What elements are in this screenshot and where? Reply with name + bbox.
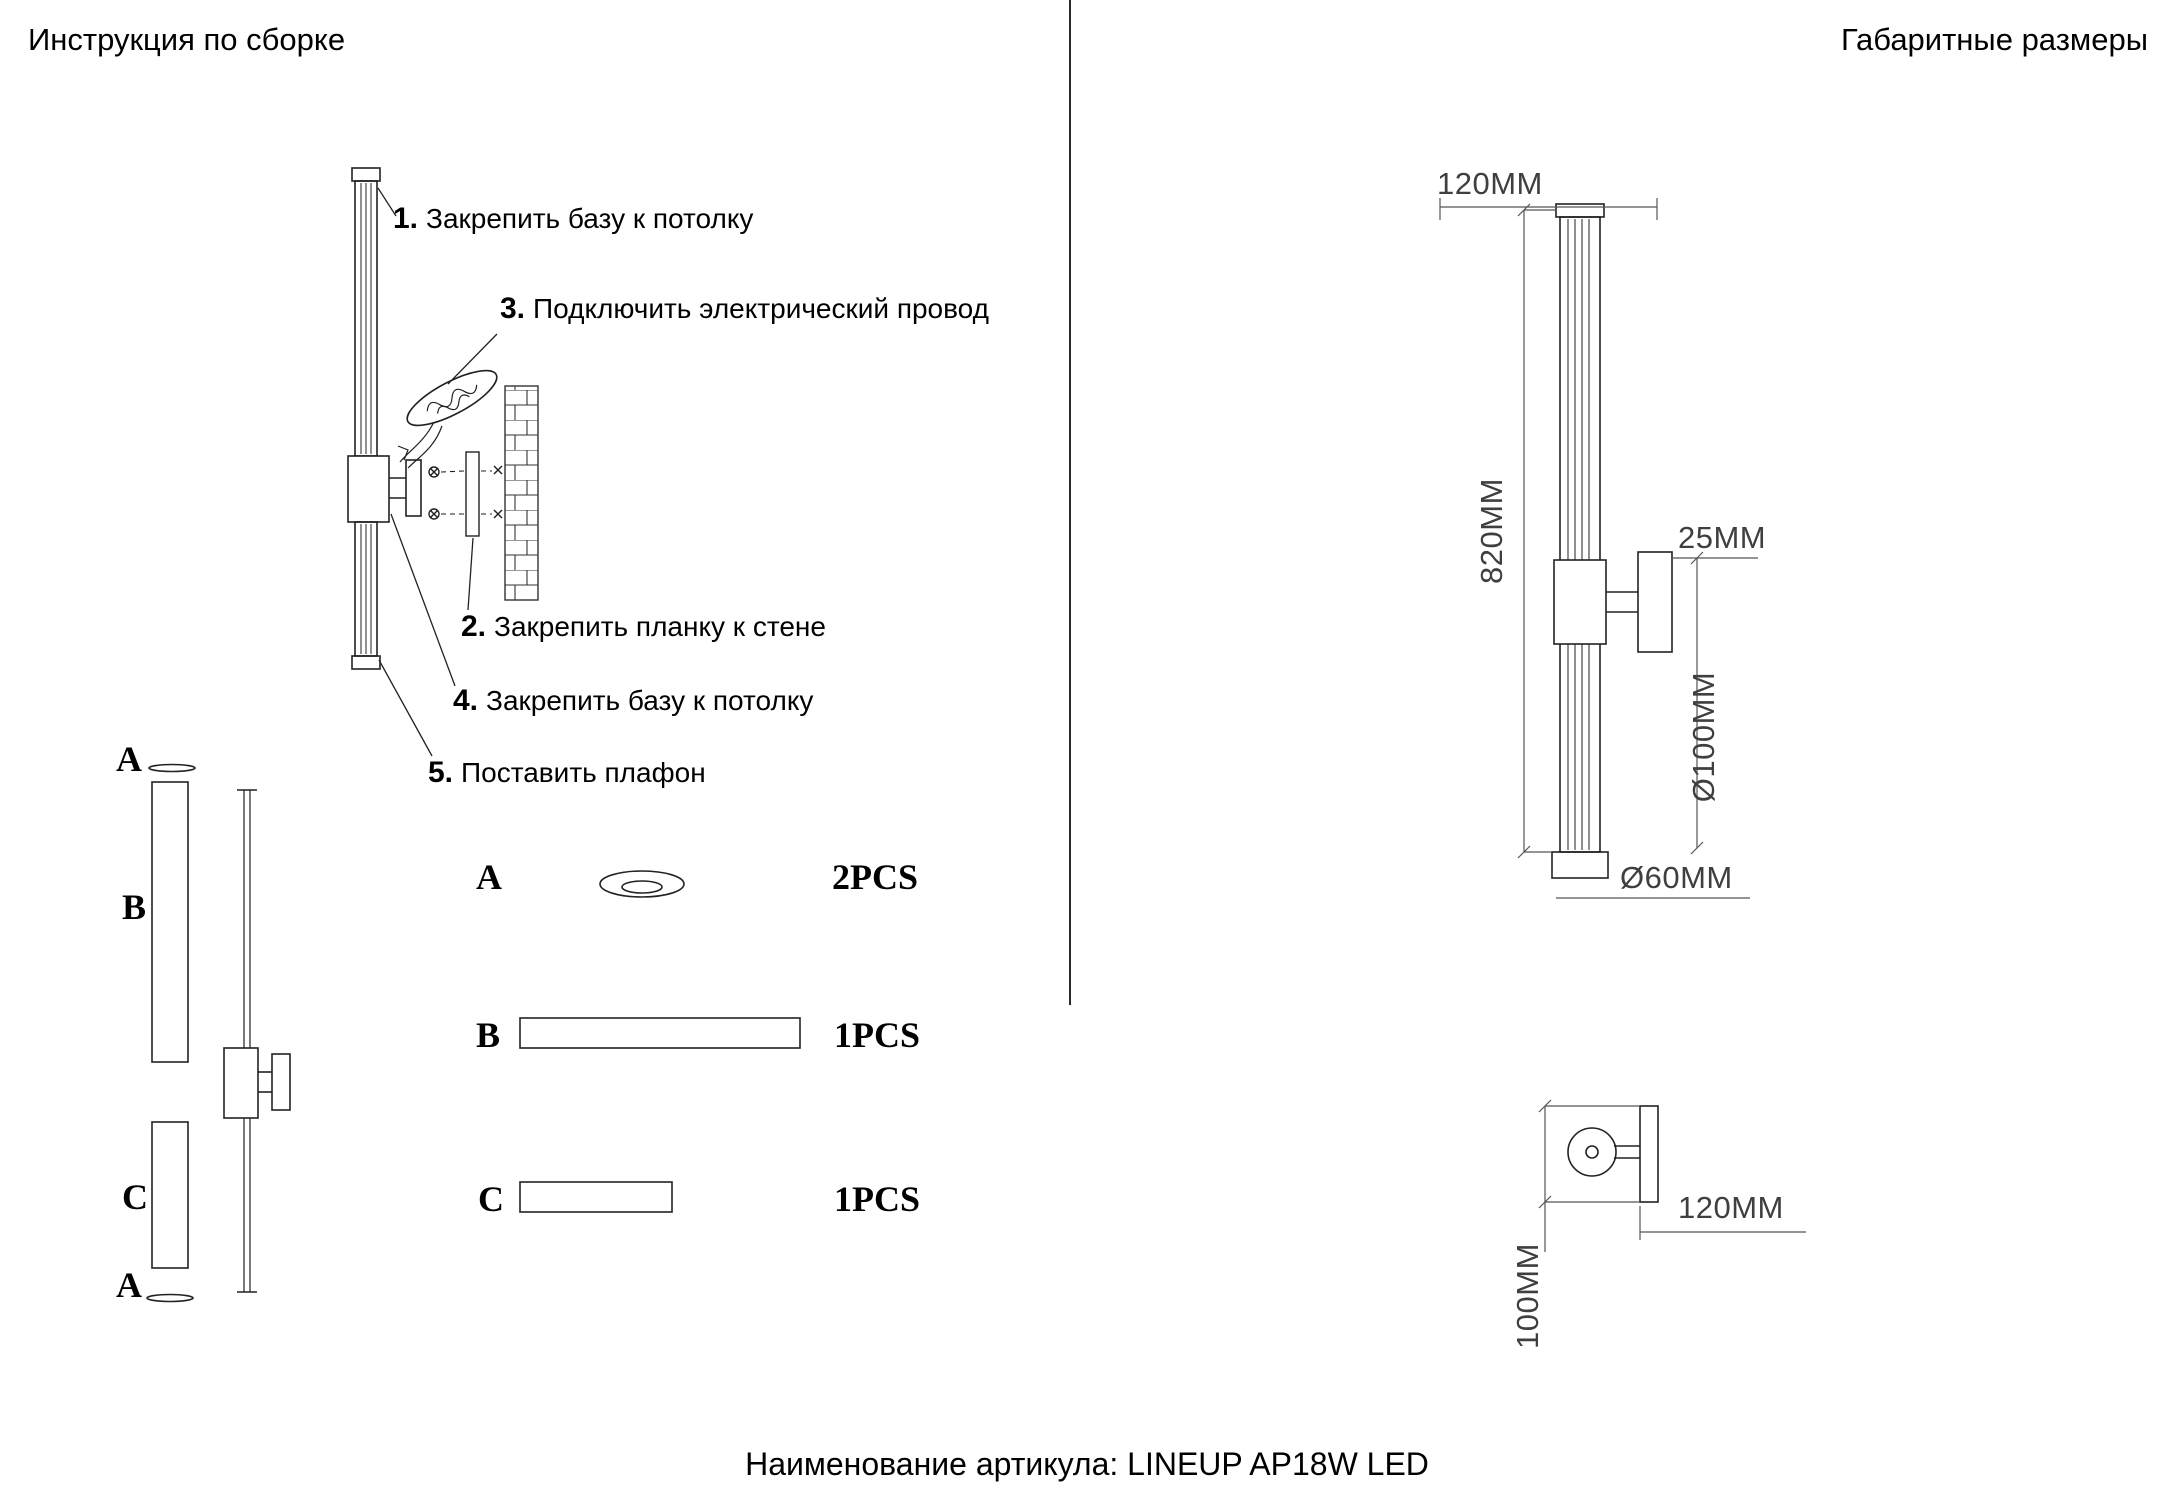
- right-header: Габаритные размеры: [1840, 22, 2148, 57]
- brick-wall: [504, 385, 539, 601]
- part-c-qty: 1PCS: [834, 1179, 921, 1219]
- step-1-text: Закрепить базу к потолку: [426, 203, 754, 234]
- step-5: 5. Поставить плафон: [428, 756, 706, 790]
- exploded-view: [146, 763, 291, 1303]
- leader-lines: [377, 187, 498, 757]
- part-c-label: C: [478, 1179, 504, 1219]
- step-2: 2. Закрепить планку к стене: [461, 610, 826, 644]
- step-3-number: 3.: [500, 292, 526, 325]
- dim-tube-diameter-label: Ø60MM: [1620, 860, 1733, 895]
- part-a-label: A: [476, 857, 502, 897]
- dim-bottom-depth-label: 100MM: [1510, 1243, 1545, 1349]
- step-5-text: Поставить плафон: [461, 757, 706, 788]
- step-4-number: 4.: [453, 684, 479, 717]
- step-5-number: 5.: [428, 756, 454, 789]
- step-3: 3. Подключить электрический провод: [500, 292, 989, 326]
- exploded-label-a-bottom: A: [116, 1265, 142, 1305]
- exploded-label-b: B: [122, 887, 147, 927]
- step-1-number: 1.: [393, 202, 419, 235]
- part-b-shape: [519, 1017, 801, 1049]
- step-2-number: 2.: [461, 610, 487, 643]
- exploded-label-a-top: A: [116, 739, 142, 779]
- part-a-qty: 2PCS: [832, 857, 919, 897]
- assembly-lamp-drawing: [347, 167, 422, 670]
- article-name: Наименование артикула: LINEUP AP18W LED: [745, 1446, 1429, 1482]
- exploded-label-c: C: [122, 1177, 148, 1217]
- step-4: 4. Закрепить базу к потолку: [453, 684, 813, 718]
- part-b-qty: 1PCS: [834, 1015, 921, 1055]
- canopy-drawing: [397, 369, 498, 469]
- front-view-dimension-lines: [1439, 198, 1758, 899]
- part-c-shape: [519, 1181, 673, 1213]
- dim-height-label: 820MM: [1474, 478, 1509, 584]
- dim-top-width-label: 120MM: [1437, 166, 1543, 201]
- step-4-text: Закрепить базу к потолку: [486, 685, 814, 716]
- step-2-text: Закрепить планку к стене: [494, 611, 826, 642]
- bottom-view-dimension-lines: [1538, 1099, 1806, 1252]
- part-b-label: B: [476, 1015, 501, 1055]
- left-header: Инструкция по сборке: [28, 22, 346, 57]
- dimension-drawing-bottom: [1567, 1105, 1659, 1203]
- step-3-text: Подключить электрический провод: [533, 293, 989, 324]
- wall-mounting-detail: [428, 451, 503, 537]
- part-a-shape: [599, 870, 685, 898]
- dim-bottom-width-label: 120MM: [1678, 1190, 1784, 1225]
- dim-arm-length-label: 25MM: [1678, 520, 1767, 555]
- dimension-drawing-front: [1551, 203, 1673, 879]
- dim-plate-diameter-label: Ø100MM: [1686, 671, 1721, 803]
- step-1: 1. Закрепить базу к потолку: [393, 202, 753, 236]
